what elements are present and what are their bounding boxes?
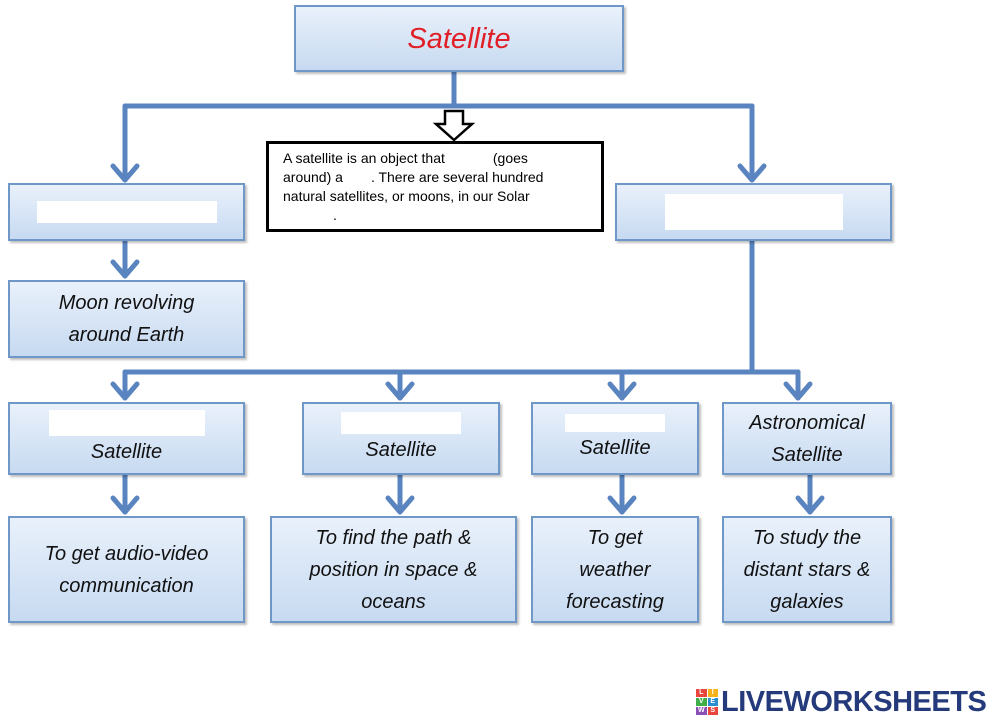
down-arrow-icon (432, 109, 476, 142)
blank-field[interactable] (48, 409, 205, 436)
use-node-communication: To get audio-video communication (8, 516, 245, 623)
use-text: To study the distant stars & galaxies (743, 526, 871, 613)
description-box: A satellite is an object that (goes arou… (266, 141, 604, 232)
type-node-weather: Satellite (531, 402, 699, 475)
use-node-navigation: To find the path & position in space & o… (270, 516, 517, 623)
type-suffix: Satellite (90, 440, 163, 463)
blank-field[interactable] (283, 206, 333, 225)
type-suffix: Satellite (771, 443, 843, 466)
use-text: To get weather forecasting (566, 526, 664, 613)
type-suffix: Satellite (365, 438, 437, 461)
brand-logo: L I V E W S LIVEWORKSHEETS (696, 685, 987, 718)
blank-field[interactable] (664, 194, 843, 230)
type-node-communication: Satellite (8, 402, 245, 475)
artificial-satellite-node (615, 183, 892, 241)
brand-name: LIVEWORKSHEETS (721, 685, 987, 718)
blank-field[interactable] (341, 411, 461, 434)
use-text: To get audio-video communication (44, 542, 209, 597)
title-node: Satellite (294, 5, 624, 72)
use-text: To find the path & position in space & o… (309, 526, 478, 613)
page-title: Satellite (407, 22, 511, 55)
natural-satellite-node (8, 183, 245, 241)
type-node-astronomical: Astronomical Satellite (722, 402, 892, 475)
type-name: Astronomical (749, 411, 865, 434)
blank-field[interactable] (444, 149, 493, 168)
blank-field[interactable] (565, 413, 665, 432)
blank-field[interactable] (36, 201, 217, 223)
example-text: Moon revolving around Earth (58, 292, 195, 346)
type-suffix: Satellite (579, 436, 651, 459)
natural-example-node: Moon revolving around Earth (8, 280, 245, 358)
blank-field[interactable] (342, 168, 371, 187)
logo-mark-icon: L I V E W S (696, 689, 718, 715)
use-node-astronomical: To study the distant stars & galaxies (722, 516, 892, 623)
use-node-weather: To get weather forecasting (531, 516, 699, 623)
type-node-navigation: Satellite (302, 402, 500, 475)
